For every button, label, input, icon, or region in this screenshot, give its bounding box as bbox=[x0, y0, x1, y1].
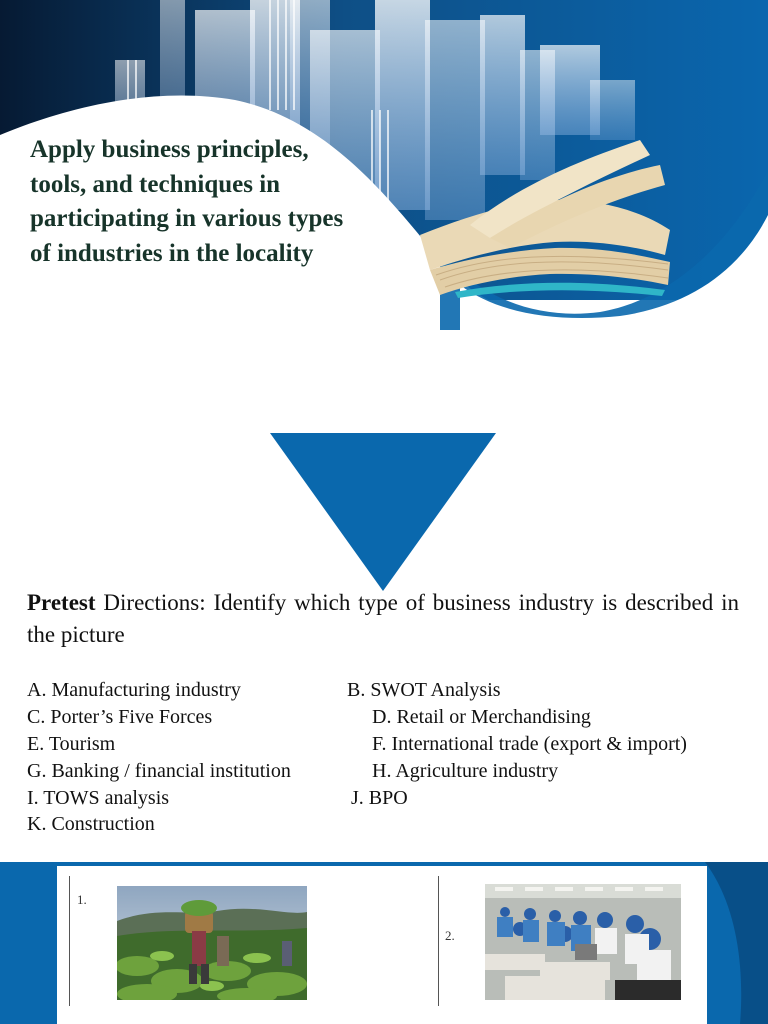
option-j: J. BPO bbox=[351, 787, 408, 809]
pretest-label: Pretest bbox=[27, 590, 96, 615]
down-triangle-icon bbox=[270, 433, 496, 591]
option-d: D. Retail or Merchandising bbox=[372, 706, 591, 728]
item-number-1: 1. bbox=[77, 892, 87, 907]
option-b: B. SWOT Analysis bbox=[347, 679, 501, 701]
farmers-harvesting-crops-photo bbox=[117, 886, 307, 1000]
option-g: G. Banking / financial institution bbox=[27, 760, 291, 782]
header-graphic bbox=[0, 0, 768, 330]
city-book-banner bbox=[0, 0, 768, 330]
option-e: E. Tourism bbox=[27, 733, 116, 755]
open-book-icon bbox=[420, 140, 670, 298]
option-c: C. Porter’s Five Forces bbox=[27, 706, 213, 728]
directions-text: Directions: Identify which type of busin… bbox=[27, 590, 739, 647]
slide-title: Apply business principles, tools, and te… bbox=[30, 136, 344, 267]
option-i: I. TOWS analysis bbox=[27, 787, 170, 809]
pretest-directions: Pretest Directions: Identify which type … bbox=[27, 587, 739, 651]
item-number-2: 2. bbox=[445, 928, 455, 943]
white-wave bbox=[0, 95, 560, 330]
option-f: F. International trade (export & import) bbox=[372, 733, 687, 755]
option-h: H. Agriculture industry bbox=[372, 760, 559, 782]
question-card: 1. bbox=[57, 866, 707, 1024]
garment-factory-workers-photo bbox=[485, 884, 681, 1000]
option-a: A. Manufacturing industry bbox=[27, 679, 241, 701]
option-k: K. Construction bbox=[27, 813, 155, 835]
